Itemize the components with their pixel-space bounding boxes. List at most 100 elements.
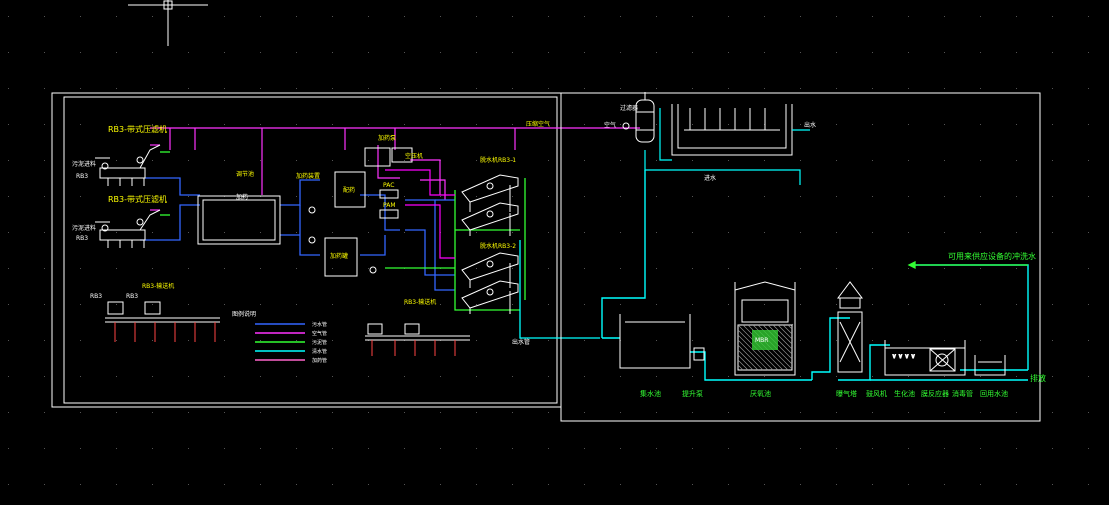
grid-dot	[296, 196, 297, 197]
grid-dot	[440, 52, 441, 53]
grid-dot	[584, 124, 585, 125]
grid-dot	[764, 376, 765, 377]
grid-dot	[152, 16, 153, 17]
grid-dot	[548, 340, 549, 341]
hatch-line	[737, 364, 744, 371]
grid-dot	[1088, 52, 1089, 53]
grid-dot	[404, 448, 405, 449]
grid-dot	[836, 232, 837, 233]
grid-dot	[476, 16, 477, 17]
grid-dot	[944, 376, 945, 377]
grid-dot	[620, 376, 621, 377]
tag-c: PAC	[383, 182, 394, 189]
grid-dot	[584, 376, 585, 377]
grid-dot	[836, 412, 837, 413]
grid-dot	[584, 268, 585, 269]
grid-dot	[584, 16, 585, 17]
grid-dot	[8, 88, 9, 89]
grid-dot	[872, 16, 873, 17]
grid-dot	[548, 448, 549, 449]
grid-dot	[116, 484, 117, 485]
grid-dot	[548, 376, 549, 377]
grid-dot	[584, 196, 585, 197]
grid-dot	[872, 412, 873, 413]
grid-dot	[944, 412, 945, 413]
grid-dot	[44, 232, 45, 233]
grid-dot	[440, 16, 441, 17]
grid-dot	[836, 124, 837, 125]
grid-dot	[980, 448, 981, 449]
grid-dot	[908, 340, 909, 341]
grid-dot	[80, 52, 81, 53]
aeration-tower	[837, 281, 863, 373]
grid-dot	[188, 124, 189, 125]
grid-dot	[404, 16, 405, 17]
grid-dot	[440, 376, 441, 377]
grid-dot	[368, 412, 369, 413]
grid-dot	[152, 52, 153, 53]
process-stage-label: 鼓风机	[866, 389, 887, 398]
vessel-label: 过滤器	[620, 104, 638, 112]
grid-dot	[332, 376, 333, 377]
conveyor-right-supports	[371, 340, 456, 356]
grid-dot	[872, 268, 873, 269]
grid-dot	[332, 484, 333, 485]
grid-dot	[80, 16, 81, 17]
grid-dot	[1016, 124, 1017, 125]
grid-dot	[116, 52, 117, 53]
grid-dot	[584, 304, 585, 305]
tag-a: 加药泵	[378, 134, 396, 142]
grid-dot	[368, 268, 369, 269]
grid-dot	[188, 160, 189, 161]
grid-dot	[44, 340, 45, 341]
grid-dot	[1016, 268, 1017, 269]
mbr-top-pipes	[644, 108, 810, 185]
dewatering-presses-right	[461, 174, 519, 314]
grid-dot	[620, 88, 621, 89]
grid-dot	[836, 340, 837, 341]
grid-dot	[692, 340, 693, 341]
outflow-label: 出水管	[512, 338, 530, 346]
grid-dot	[656, 124, 657, 125]
grid-dot	[1088, 268, 1089, 269]
grid-dot	[80, 304, 81, 305]
grid-dot	[404, 124, 405, 125]
grid-dot	[1052, 448, 1053, 449]
grid-dot	[908, 268, 909, 269]
grid-dot	[692, 232, 693, 233]
grid-dot	[728, 484, 729, 485]
grid-dot	[944, 52, 945, 53]
grid-dot	[1016, 88, 1017, 89]
grid-dot	[44, 412, 45, 413]
grid-dot	[548, 52, 549, 53]
grid-dot	[620, 268, 621, 269]
grid-dot	[656, 160, 657, 161]
grid-dot	[620, 304, 621, 305]
process-stage-label: 消毒管	[952, 389, 973, 398]
conditioning-tank	[197, 195, 281, 245]
grid-dot	[800, 484, 801, 485]
grid-dot	[152, 376, 153, 377]
hatch-line	[737, 349, 759, 371]
dosing-equipment-boxes	[308, 147, 413, 277]
grid-dot	[980, 196, 981, 197]
grid-dot	[692, 268, 693, 269]
grid-dot	[548, 124, 549, 125]
grid-dot	[620, 448, 621, 449]
grid-dot	[224, 412, 225, 413]
tank-top-label: MBR	[755, 337, 768, 344]
grid-dot	[260, 340, 261, 341]
grid-dot	[512, 304, 513, 305]
grid-dot	[476, 304, 477, 305]
grid-dot	[872, 88, 873, 89]
grid-dot	[1088, 16, 1089, 17]
grid-dot	[764, 448, 765, 449]
grid-dot	[692, 484, 693, 485]
grid-dot	[188, 16, 189, 17]
grid-dot	[1052, 232, 1053, 233]
grid-dot	[944, 88, 945, 89]
right-panel-frame	[560, 92, 1041, 422]
process-stage-label: 曝气塔	[836, 389, 857, 398]
grid-dot	[584, 160, 585, 161]
grid-dot	[944, 340, 945, 341]
